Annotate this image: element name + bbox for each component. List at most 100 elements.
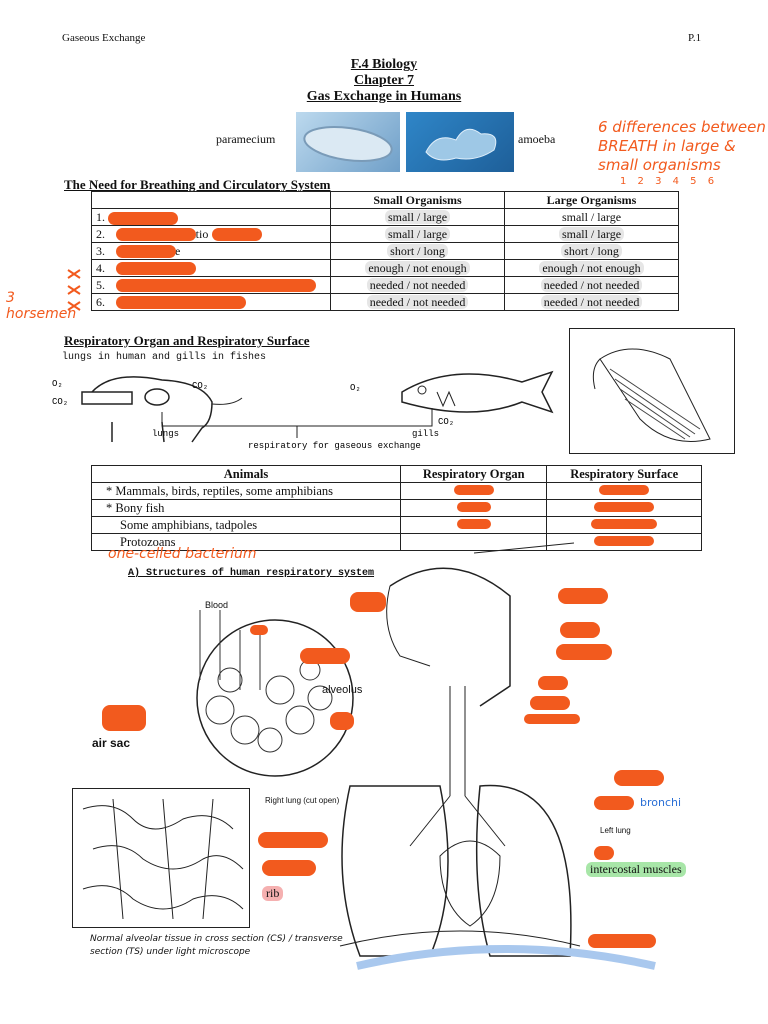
redaction-blot	[524, 714, 580, 724]
table-row: 6. needed / not needed needed / not need…	[92, 294, 679, 311]
redaction-blot	[614, 770, 664, 786]
diagonal-slash-icon	[474, 542, 574, 554]
micrograph-caption: Normal alveolar tissue in cross section …	[90, 933, 350, 959]
organ-cell	[401, 483, 547, 500]
large-cell: small / large	[505, 209, 679, 226]
row-label: 4. rate	[92, 260, 331, 277]
respiratory-label: respiratory for gaseous exchange	[248, 441, 421, 451]
table-header-large: Large Organisms	[505, 192, 679, 209]
table-row: * Mammals, birds, reptiles, some amphibi…	[92, 483, 702, 500]
redaction-blot	[116, 296, 246, 309]
redaction-blot	[116, 245, 176, 258]
table-row: 2. to ratio small / large small / large	[92, 226, 679, 243]
o2-label-left: O₂	[52, 379, 63, 389]
small-cell: needed / not needed	[331, 277, 505, 294]
co2-label-right: CO₂	[438, 417, 454, 427]
surface-header: Respiratory Surface	[547, 466, 702, 483]
star-marks-icon	[62, 264, 92, 314]
table-row: 3. distance short / long short / long	[92, 243, 679, 260]
section-respiratory-title: Respiratory Organ and Respiratory Surfac…	[64, 333, 310, 349]
redaction-blot	[599, 485, 649, 495]
page-number: P.1	[688, 32, 701, 44]
large-cell: enough / not enough	[505, 260, 679, 277]
redaction-blot	[594, 536, 654, 546]
redaction-blot	[538, 676, 568, 690]
handwritten-one-celled: one-celled bacterium	[108, 546, 257, 562]
gill-filament-diagram	[569, 328, 735, 454]
co2-label-left: CO₂	[52, 397, 68, 407]
small-cell: enough / not enough	[331, 260, 505, 277]
handwritten-numbers: 1 2 3 4 5 6	[620, 176, 718, 187]
cell-text: needed / not needed	[541, 295, 643, 309]
table-row: 5. needed / not needed needed / not need…	[92, 277, 679, 294]
handwritten-note-horsemen: 3 horsemen	[6, 290, 66, 322]
co2-label-mid: CO₂	[192, 381, 208, 391]
animal-cell: * Mammals, birds, reptiles, some amphibi…	[92, 483, 401, 500]
air-sac-label: air sac	[92, 736, 130, 750]
amoeba-label: amoeba	[518, 132, 555, 147]
redaction-blot	[116, 279, 316, 292]
left-lung-label: Left lung	[600, 826, 631, 835]
animals-table: Animals Respiratory Organ Respiratory Su…	[91, 465, 702, 551]
lungs-gills-illustration: O₂ CO₂ CO₂ O₂ CO₂ lungs gills respirator…	[52, 362, 572, 472]
redaction-blot	[560, 622, 600, 638]
small-cell: small / large	[331, 226, 505, 243]
title-course: F.4 Biology	[284, 57, 484, 73]
row-label: 2. to ratio	[92, 226, 331, 243]
cell-text: short / long	[387, 244, 448, 258]
paramecium-label: paramecium	[216, 132, 275, 147]
paramecium-image	[296, 112, 400, 172]
redaction-blot	[250, 625, 268, 635]
table-row: 1. small / large small / large	[92, 209, 679, 226]
cell-text: small / large	[562, 210, 621, 224]
rib-label: rib	[262, 886, 283, 901]
small-cell: short / long	[331, 243, 505, 260]
animals-header: Animals	[92, 466, 401, 483]
page-header-left: Gaseous Exchange	[62, 32, 145, 44]
gills-label: gills	[412, 429, 439, 439]
redaction-blot	[350, 592, 386, 612]
paramecium-cell-icon	[296, 112, 400, 172]
title-chapter: Chapter 7	[284, 73, 484, 89]
cell-text: needed / not needed	[367, 295, 469, 309]
redaction-blot	[588, 934, 656, 948]
row-label-text: 1.	[96, 210, 105, 224]
respiratory-system-illustration	[330, 556, 650, 976]
cell-text: small / large	[385, 227, 450, 241]
redaction-blot	[116, 262, 196, 275]
organ-cell	[401, 500, 547, 517]
animal-cell: * Bony fish	[92, 500, 401, 517]
amoeba-cell-icon	[406, 112, 514, 172]
redaction-blot	[594, 502, 654, 512]
redaction-blot	[556, 644, 612, 660]
small-cell: small / large	[331, 209, 505, 226]
page-title: F.4 Biology Chapter 7 Gas Exchange in Hu…	[284, 57, 484, 105]
table-header-blank	[92, 192, 331, 209]
large-cell: small / large	[505, 226, 679, 243]
redaction-blot	[454, 485, 494, 495]
redaction-blot	[457, 502, 491, 512]
redaction-blot	[530, 696, 570, 710]
row-label: 6.	[92, 294, 331, 311]
title-topic: Gas Exchange in Humans	[284, 89, 484, 105]
blood-label: Blood	[205, 600, 228, 610]
redaction-blot	[108, 212, 178, 225]
redaction-blot	[116, 228, 196, 241]
row-label: 1.	[92, 209, 331, 226]
animal-cell: Some amphibians, tadpoles	[92, 517, 401, 534]
amoeba-image	[406, 112, 514, 172]
gill-filament-icon	[570, 329, 734, 453]
handwritten-note-differences: 6 differences between BREATH in large & …	[598, 118, 768, 175]
redaction-blot	[591, 519, 657, 529]
bronchi-label: bronchi	[640, 796, 681, 809]
redaction-blot	[102, 705, 146, 731]
surface-cell	[547, 500, 702, 517]
cell-text: needed / not needed	[541, 278, 643, 292]
row-label: 3. distance	[92, 243, 331, 260]
tissue-network-icon	[73, 789, 249, 927]
large-cell: needed / not needed	[505, 294, 679, 311]
cell-text: enough / not enough	[539, 261, 643, 275]
row-label-text: 6.	[96, 295, 105, 309]
small-cell: needed / not needed	[331, 294, 505, 311]
organ-cell	[401, 534, 547, 551]
